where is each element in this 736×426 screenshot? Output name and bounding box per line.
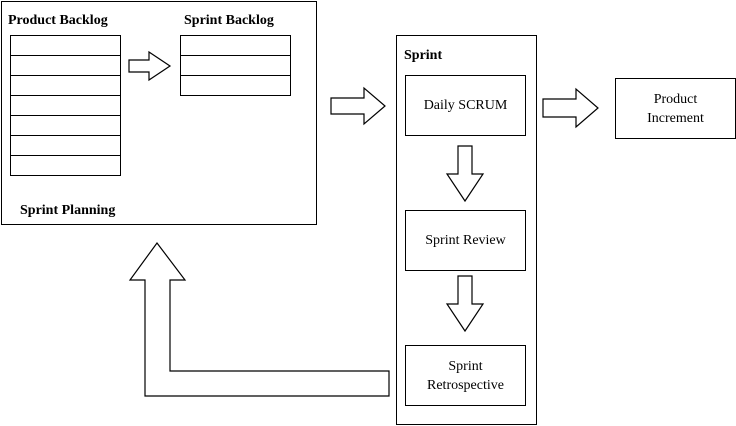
right-arrow-icon [542, 87, 599, 129]
sprint-retrospective-box: Sprint Retrospective [405, 345, 526, 406]
sprint-review-box: Sprint Review [405, 210, 526, 271]
backlog-row [181, 56, 290, 76]
sprint-review-label: Sprint Review [425, 233, 506, 248]
daily-scrum-box: Daily SCRUM [405, 75, 526, 136]
backlog-row [11, 96, 120, 116]
product-backlog-table [10, 35, 121, 176]
product-backlog-title: Product Backlog [8, 13, 108, 28]
right-arrow-icon [128, 50, 172, 82]
down-arrow-icon [445, 275, 485, 333]
product-increment-box: Product Increment [615, 78, 736, 139]
product-increment-label: Product Increment [647, 91, 704, 126]
sprint-backlog-table [180, 35, 291, 96]
backlog-row [11, 116, 120, 136]
feedback-arrow-icon [128, 241, 390, 397]
sprint-planning-caption: Sprint Planning [20, 203, 116, 218]
backlog-row [11, 136, 120, 156]
sprint-backlog-title: Sprint Backlog [184, 13, 274, 28]
daily-scrum-label: Daily SCRUM [423, 98, 508, 113]
right-arrow-icon [330, 86, 386, 126]
backlog-row [11, 76, 120, 96]
down-arrow-icon [445, 145, 485, 203]
backlog-row [11, 56, 120, 76]
backlog-row [11, 36, 120, 56]
backlog-row [181, 36, 290, 56]
sprint-title: Sprint [404, 48, 443, 63]
sprint-retrospective-label: Sprint Retrospective [427, 358, 504, 393]
